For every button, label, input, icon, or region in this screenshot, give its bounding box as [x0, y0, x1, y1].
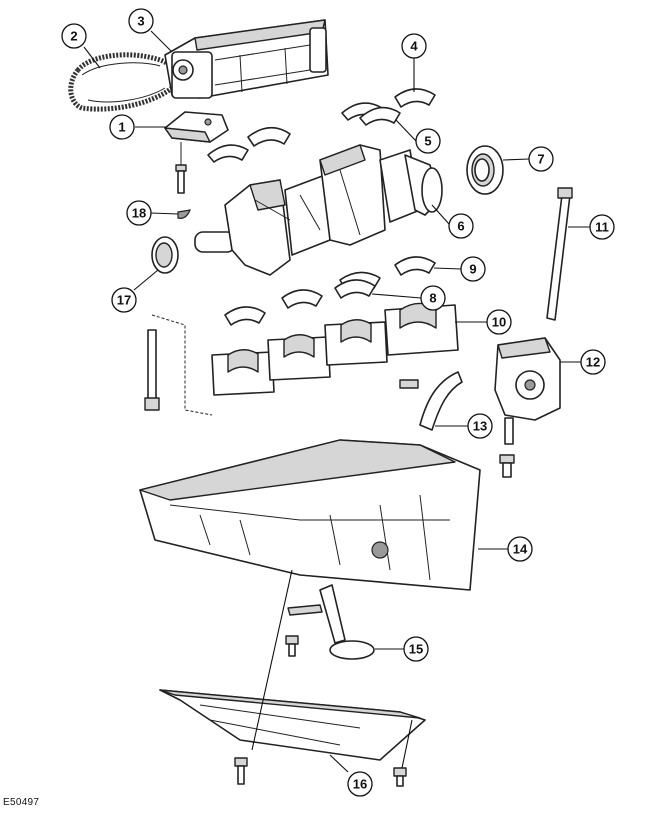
crankshaft	[194, 144, 443, 276]
pickup-bolt	[285, 635, 299, 657]
callout-8: 8	[420, 285, 446, 311]
front-oil-seal	[151, 236, 179, 274]
callout-7-label: 7	[537, 152, 544, 167]
callout-13: 13	[467, 413, 493, 439]
callout-15-label: 15	[409, 642, 423, 657]
callout-4-label: 4	[410, 39, 418, 54]
pump-bolt	[499, 454, 515, 478]
callout-15: 15	[403, 636, 429, 662]
callout-13-label: 13	[473, 419, 487, 434]
callout-17: 17	[111, 287, 137, 313]
oil-pickup-strainer	[287, 584, 375, 660]
callout-7: 7	[528, 146, 554, 172]
balancer-shaft-assembly	[164, 19, 329, 99]
callout-4: 4	[401, 33, 427, 59]
leader-lines	[83, 30, 590, 773]
callout-5-label: 5	[424, 134, 431, 149]
callout-14: 14	[507, 536, 533, 562]
lower-bearing-shells-lower-row	[224, 279, 376, 326]
callout-2-label: 2	[70, 29, 77, 44]
callout-18-label: 18	[132, 206, 146, 221]
timing-chain	[68, 52, 179, 112]
oil-pump	[494, 337, 561, 445]
lower-oil-pan	[159, 689, 426, 761]
callout-3-label: 3	[137, 14, 144, 29]
rear-oil-seal	[466, 145, 504, 195]
oil-transfer-pipe	[399, 371, 463, 431]
callout-11-label: 11	[595, 220, 609, 235]
dipstick-tube	[546, 187, 573, 321]
upper-oil-pan	[139, 439, 481, 591]
main-cap-bolt	[144, 314, 213, 416]
callout-3: 3	[128, 8, 154, 34]
figure-id: E50497	[3, 797, 40, 808]
woodruff-key	[177, 209, 191, 219]
callout-12-label: 12	[586, 355, 600, 370]
callout-9: 9	[460, 256, 486, 282]
callout-16-label: 16	[353, 777, 367, 792]
callout-1-label: 1	[118, 120, 125, 135]
thrust-bearing-shells	[341, 88, 436, 126]
callout-11: 11	[589, 214, 615, 240]
callout-14-label: 14	[513, 542, 528, 557]
callout-9-label: 9	[469, 262, 476, 277]
callout-5: 5	[415, 128, 441, 154]
callout-10-label: 10	[492, 315, 506, 330]
callout-1: 1	[109, 114, 135, 140]
tensioner-bolt	[175, 142, 187, 194]
callout-17-label: 17	[117, 293, 131, 308]
callout-10: 10	[486, 309, 512, 335]
callout-6-label: 6	[457, 219, 464, 234]
upper-bearing-shells-left	[207, 126, 291, 163]
lower-pan-bolts	[234, 757, 407, 787]
callout-12: 12	[580, 349, 606, 375]
callout-16: 16	[347, 771, 373, 797]
callout-6: 6	[448, 213, 474, 239]
chain-tensioner	[164, 111, 229, 143]
callout-8-label: 8	[429, 291, 436, 306]
callout-2: 2	[61, 23, 87, 49]
callout-18: 18	[126, 200, 152, 226]
